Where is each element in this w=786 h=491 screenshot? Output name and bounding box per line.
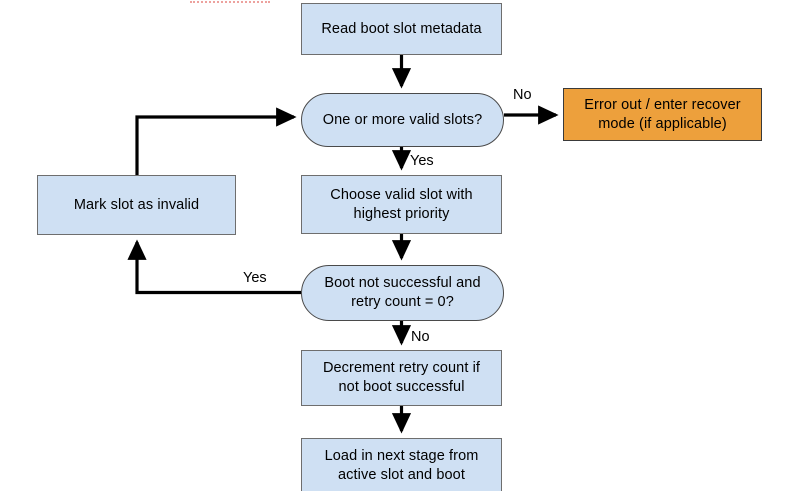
node-choose-valid-slot-highest-priority[interactable]: Choose valid slot with highest priority bbox=[301, 175, 502, 234]
node-decrement-retry-count[interactable]: Decrement retry count if not boot succes… bbox=[301, 350, 502, 406]
node-error-out-enter-recover-mode[interactable]: Error out / enter recover mode (if appli… bbox=[563, 88, 762, 141]
node-load-next-stage-active-slot[interactable]: Load in next stage from active slot and … bbox=[301, 438, 502, 491]
node-label: Mark slot as invalid bbox=[73, 196, 200, 213]
node-label: One or more valid slots? bbox=[322, 111, 483, 128]
node-one-or-more-valid-slots[interactable]: One or more valid slots? bbox=[301, 93, 504, 147]
edge-boot-check-to-mark-invalid bbox=[127, 239, 301, 295]
edge-mark-invalid-to-valid-check bbox=[135, 107, 297, 175]
edge-label-yes-retry-exhausted: Yes bbox=[243, 270, 267, 286]
node-label: Decrement retry count if not boot succes… bbox=[322, 360, 481, 395]
node-label: Choose valid slot with highest priority bbox=[330, 186, 473, 222]
top-dashed-artifact bbox=[190, 1, 270, 3]
edge-label-no-valid-slots: No bbox=[513, 87, 532, 103]
node-label: Read boot slot metadata bbox=[321, 20, 482, 37]
edge-label-no-retry-remaining: No bbox=[411, 329, 430, 345]
node-label: Load in next stage from active slot and … bbox=[324, 448, 479, 483]
node-boot-not-successful-retry-count-zero[interactable]: Boot not successful and retry count = 0? bbox=[301, 265, 504, 321]
node-read-boot-slot-metadata[interactable]: Read boot slot metadata bbox=[301, 3, 502, 55]
node-label: Boot not successful and retry count = 0? bbox=[324, 275, 481, 310]
node-label: Error out / enter recover mode (if appli… bbox=[584, 96, 741, 132]
edge-label-yes-valid-slots: Yes bbox=[410, 153, 434, 169]
node-mark-slot-as-invalid[interactable]: Mark slot as invalid bbox=[37, 175, 236, 235]
